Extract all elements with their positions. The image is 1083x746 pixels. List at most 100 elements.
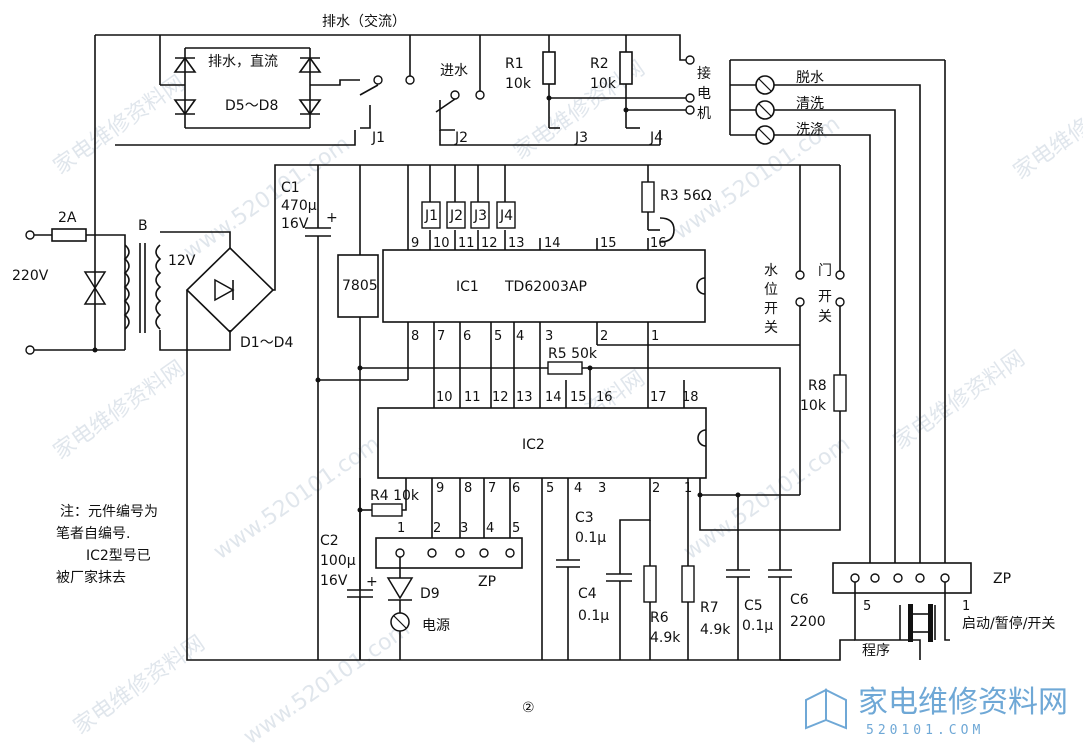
relay-contacts xyxy=(115,35,695,146)
ic1-pin: 12 xyxy=(481,236,498,251)
door-switch-3: 关 xyxy=(818,309,832,325)
note-line-1: 注：元件编号为 xyxy=(60,504,158,520)
zp-pin: 4 xyxy=(486,521,494,536)
brand-url: 520101.COM xyxy=(866,723,984,738)
ic1-pin: 8 xyxy=(411,329,419,344)
water-switch-1: 水 xyxy=(764,263,778,279)
program-switch-board xyxy=(800,562,972,661)
ic2-pin: 9 xyxy=(436,481,444,496)
ic2-pin: 13 xyxy=(516,390,533,405)
ic1-pin: 2 xyxy=(600,329,608,344)
zp2-pin: 5 xyxy=(863,599,871,614)
watermark: 家电维修资料网 xyxy=(49,71,190,180)
water-switch-4: 关 xyxy=(764,320,778,336)
watermark: 家电维修资料网 xyxy=(889,346,1030,455)
j1-coil-label: J1 xyxy=(424,208,438,224)
c2-label: C2 xyxy=(320,533,339,549)
d9-label: D9 xyxy=(420,586,440,602)
ic1-pin: 16 xyxy=(650,236,667,251)
ic2-pin: 14 xyxy=(545,390,562,405)
c4-value: 0.1μ xyxy=(578,608,609,624)
ic1 xyxy=(382,249,706,323)
c2-voltage: 16V xyxy=(320,573,348,589)
watermark-url: www.520101.com xyxy=(239,616,415,746)
ic1-pin: 15 xyxy=(600,236,617,251)
j4-coil-label: J4 xyxy=(499,208,513,224)
r6-label: R6 xyxy=(650,610,669,626)
r8-value: 10k xyxy=(800,398,827,414)
c5-value: 0.1μ xyxy=(742,618,773,634)
power-supply xyxy=(25,164,840,661)
ic2-label: IC2 xyxy=(522,437,545,453)
j4-label: J4 xyxy=(649,130,663,146)
ic2-pin: 17 xyxy=(650,390,667,405)
ic1-pin: 11 xyxy=(458,236,475,251)
c1-voltage: 16V xyxy=(281,216,309,232)
c4-label: C4 xyxy=(578,586,597,602)
program-label: 程序 xyxy=(862,643,890,659)
zp-pin-numbers: 1 2 3 4 5 xyxy=(397,521,520,536)
d5-d8-label: D5～D8 xyxy=(225,98,278,114)
ic1-pin: 5 xyxy=(494,329,502,344)
zp-pin: 1 xyxy=(397,521,405,536)
ic2-pin: 11 xyxy=(464,390,481,405)
r7-label: R7 xyxy=(700,600,719,616)
capacitor-c1: + xyxy=(305,165,338,660)
ic1-pin: 3 xyxy=(545,329,553,344)
rinse-label: 清洗 xyxy=(796,96,824,112)
ic2-pin: 2 xyxy=(652,481,660,496)
c6-value: 2200 xyxy=(790,614,826,630)
note-line-4: 被厂家抹去 xyxy=(56,569,126,586)
j3-label: J3 xyxy=(574,130,588,146)
r8-label: R8 xyxy=(808,378,827,394)
inlet-label: 进水 xyxy=(440,63,468,79)
ic-interconnect xyxy=(315,322,800,570)
ic2-pin: 3 xyxy=(598,481,606,496)
regulator-7805 xyxy=(337,254,379,318)
j1-label: J1 xyxy=(371,130,385,146)
svg-text:+: + xyxy=(366,574,378,590)
ic1-label: IC1 xyxy=(456,279,479,295)
j2-label: J2 xyxy=(454,130,468,146)
fuse-label: 2A xyxy=(58,210,77,226)
zp-label: ZP xyxy=(478,574,496,590)
c3-value: 0.1μ xyxy=(575,530,606,546)
c3-label: C3 xyxy=(575,510,594,526)
svg-text:+: + xyxy=(326,210,338,226)
ic2-pin: 18 xyxy=(682,390,699,405)
ic2-pin: 6 xyxy=(512,481,520,496)
watermark: 家电维修资料网 xyxy=(49,356,190,465)
ic2-pin: 5 xyxy=(546,481,554,496)
book-icon xyxy=(805,688,827,730)
ic1-pin: 7 xyxy=(437,329,445,344)
zp-pin: 5 xyxy=(512,521,520,536)
secondary-voltage-label: 12V xyxy=(168,253,196,269)
r5-label: R5 50k xyxy=(548,346,598,362)
zp2-label: ZP xyxy=(993,571,1011,587)
ic1-pin: 4 xyxy=(516,329,524,344)
ic1-pins xyxy=(407,165,675,250)
ic1-pin-numbers: 9 10 11 12 13 14 15 16 8 7 6 5 4 3 2 1 xyxy=(411,236,667,344)
r3-label: R3 56Ω xyxy=(660,188,712,204)
watermark-url: www.520101.com xyxy=(179,131,355,264)
ic1-pin: 1 xyxy=(651,329,659,344)
drain-dc-bridge xyxy=(94,34,690,350)
watermark-url: www.520101.com xyxy=(209,431,385,564)
zp2-pin: 1 xyxy=(962,599,970,614)
c1-value: 470μ xyxy=(281,198,317,214)
drain-dc-label: 排水，直流 xyxy=(208,53,278,70)
regulator-label: 7805 xyxy=(342,278,378,294)
spin-label: 脱水 xyxy=(796,70,824,86)
connect-motor-1: 接 xyxy=(697,65,711,82)
connect-motor-2: 电 xyxy=(697,86,711,102)
ic2-pin: 10 xyxy=(436,390,453,405)
switches xyxy=(697,165,847,531)
ic2-pin: 7 xyxy=(488,481,496,496)
wash-label: 洗涤 xyxy=(796,122,824,138)
zp-pin: 3 xyxy=(460,521,468,536)
c1-label: C1 xyxy=(281,180,300,196)
drain-ac-label: 排水（交流） xyxy=(322,13,406,30)
c5-label: C5 xyxy=(744,598,763,614)
ic1-part: TD62003AP xyxy=(504,279,587,295)
